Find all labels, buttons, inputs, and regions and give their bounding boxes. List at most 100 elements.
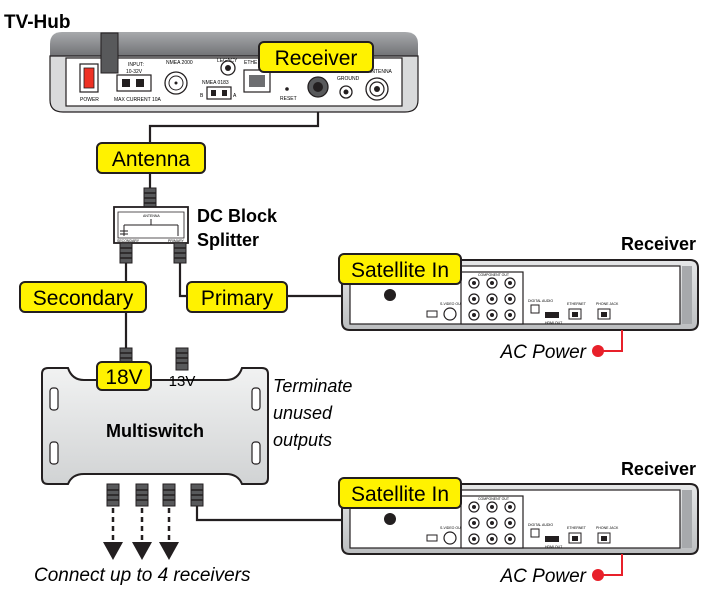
receiver-2-title: Receiver	[621, 459, 696, 479]
max-current-label: MAX CURRENT 10A	[114, 97, 162, 103]
receiver-1-power-dot	[592, 345, 604, 357]
receiver-1-ethernet-jack	[572, 312, 578, 317]
secondary-callout: Secondary	[33, 287, 134, 310]
splitter-title-line2: Splitter	[197, 230, 259, 250]
multiswitch: Multiswitch 18V 13V Terminate	[41, 347, 352, 560]
receiver-port-inner	[313, 82, 323, 92]
receiver-2-digital-audio-label: DIGITAL AUDIO	[528, 523, 553, 527]
splitter-face-secondary: SECONDARY	[117, 239, 140, 243]
receiver-1-satellite-in: Satellite In	[351, 259, 449, 282]
receiver-2-panel-shade	[682, 490, 692, 548]
ms-output-arrows	[103, 508, 179, 560]
splitter-face-antenna: ANTENNA	[143, 214, 160, 218]
receiver-1-optical-port	[530, 304, 540, 314]
input-voltage-label: 10-32V	[126, 69, 143, 75]
receiver-2-power-cord	[600, 554, 623, 576]
receiver-1-hdmi-label: HDMI OUT	[545, 321, 563, 325]
splitter-face-primary: PRIMARY	[168, 239, 185, 243]
reset-button	[285, 87, 289, 91]
power-switch-rocker	[83, 67, 95, 89]
receiver-1-ac-power: AC Power	[499, 342, 586, 363]
ethernet-label: ETHE	[244, 60, 258, 66]
ms-13v-label: 13V	[169, 373, 196, 390]
receiver-2-phone-label: PHONE JACK	[596, 526, 619, 530]
receiver-2-ethernet-jack	[572, 536, 578, 541]
receiver-2-optical-port	[530, 528, 540, 538]
tv-hub-title: TV-Hub	[4, 12, 71, 33]
input-terminal-pin-2	[136, 79, 144, 87]
ms-output-connectors	[106, 483, 204, 507]
receiver-2-usb	[426, 534, 438, 542]
nmea0183-label: NMEA 0183	[202, 80, 229, 86]
nmea0183-pin-a-label: A	[233, 93, 237, 99]
receiver-1: Receiver S-VIDEO OUT COMPONENT OUT DIGIT…	[338, 234, 699, 363]
multiswitch-title: Multiswitch	[106, 421, 204, 441]
nmea2000-port-inner	[168, 75, 184, 91]
terminate-note-line1: Terminate	[273, 376, 352, 396]
splitter-title-line1: DC Block	[197, 206, 278, 226]
arrow-head-1	[103, 542, 123, 560]
receiver-1-svideo-label: S-VIDEO OUT	[440, 302, 464, 306]
power-cord-plug	[100, 32, 119, 74]
receiver-1-phone-jack	[601, 312, 607, 317]
primary-callout: Primary	[201, 287, 274, 310]
splitter-inner-face	[117, 211, 185, 239]
nmea0183-port	[206, 86, 232, 100]
receiver-2-satellite-in-callout-box	[338, 477, 462, 509]
legacy-port-inner	[225, 65, 231, 71]
ground-label: GROUND	[337, 76, 360, 82]
antenna-port-label: ANTENNA	[368, 69, 393, 75]
ground-port-inner	[343, 89, 349, 95]
nmea2000-label: NMEA 2000	[166, 60, 193, 66]
receiver-1-svideo-port	[443, 307, 457, 321]
receiver-2-hdmi-label: HDMI OUT	[545, 545, 563, 549]
receiver-1-hdmi-port	[545, 312, 559, 318]
input-label: INPUT:	[128, 62, 144, 68]
ms-18v-callout-box	[96, 361, 152, 391]
receiver-2: Receiver S-VIDEO OUT COMPONENT OUT DIGIT…	[338, 459, 699, 587]
terminate-note-line2: unused	[273, 403, 333, 423]
receiver-2-satellite-in-port	[384, 513, 396, 525]
receiver-1-ethernet-label: ETHERNET	[567, 302, 587, 306]
receiver-1-digital-audio-label: DIGITAL AUDIO	[528, 299, 553, 303]
ms-slot-right-bottom	[251, 441, 261, 465]
primary-callout-box	[186, 281, 288, 313]
receiver-1-power-cord	[600, 330, 623, 352]
cable-primary-to-receiver1	[178, 262, 390, 298]
receiver-1-usb	[426, 310, 438, 318]
footer-note: Connect up to 4 receivers	[34, 565, 251, 586]
antenna-port-inner	[374, 86, 380, 92]
splitter-output-connector-ribs	[120, 247, 186, 259]
nmea0183-pin-b-label: B	[200, 93, 204, 99]
receiver-2-phone-jack	[601, 536, 607, 541]
receiver-1-panel-shade	[682, 266, 692, 324]
arrow-head-2	[132, 542, 152, 560]
splitter-schematic	[120, 219, 179, 236]
reset-label: RESET	[280, 96, 297, 102]
receiver-2-satellite-in: Satellite In	[351, 483, 449, 506]
ms-slot-left-bottom	[49, 441, 59, 465]
receiver-2-ethernet-label: ETHERNET	[567, 526, 587, 530]
splitter-input-connector-ribs	[144, 192, 156, 204]
secondary-callout-box	[19, 281, 147, 313]
antenna-callout: Antenna	[112, 148, 191, 171]
nmea0183-pin-a	[222, 90, 227, 96]
receiver-2-svideo-label: S-VIDEO OUT	[440, 526, 464, 530]
power-label: POWER	[80, 97, 99, 103]
receiver-1-phone-label: PHONE JACK	[596, 302, 619, 306]
receiver-2-power-dot	[592, 569, 604, 581]
antenna-callout-box	[96, 142, 206, 174]
nmea0183-pin-b	[211, 90, 216, 96]
ms-18v-label: 18V	[105, 366, 142, 389]
receiver-callout-box	[258, 41, 374, 73]
receiver-2-component-label: COMPONENT OUT	[478, 497, 510, 501]
arrow-head-3	[159, 542, 179, 560]
receiver-2-ac-power: AC Power	[499, 566, 586, 587]
ms-slot-right	[251, 387, 261, 411]
antenna-port-mid	[369, 81, 385, 97]
nmea2000-pin	[174, 81, 178, 85]
input-terminal-pin-1	[122, 79, 130, 87]
dc-block-splitter: ANTENNA SECONDARY PRIMARY DC Block Split…	[113, 187, 278, 264]
receiver-2-svideo-port	[443, 531, 457, 545]
